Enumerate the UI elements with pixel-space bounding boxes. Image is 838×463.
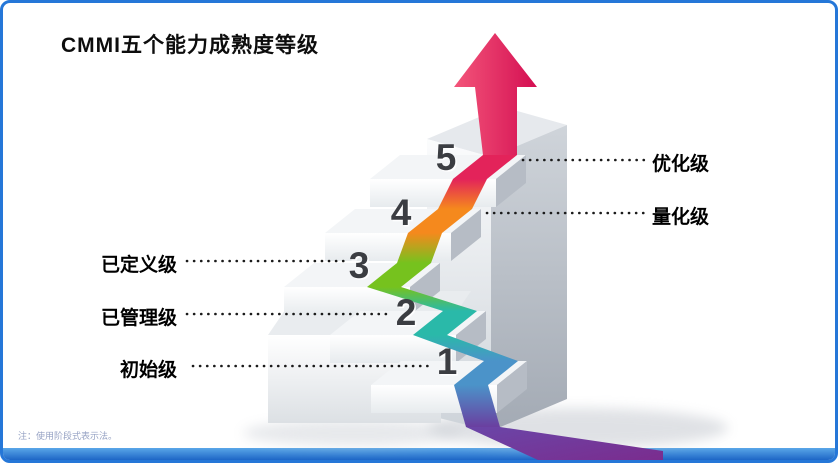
level-label-optimizing: 优化级 — [652, 154, 710, 175]
up-arrow-icon — [454, 33, 537, 155]
step-1-side — [497, 361, 527, 413]
level-number-1: 1 — [436, 341, 458, 382]
ribbon-connector-3-2 — [367, 287, 477, 311]
ribbon-connector-5-4 — [438, 179, 487, 209]
ribbon-segment-1 — [454, 361, 518, 385]
level-label-managed: 已管理级 — [100, 308, 177, 329]
ribbon-segment-2 — [413, 311, 477, 335]
level-number-3: 3 — [348, 245, 370, 286]
level-number-2: 2 — [395, 292, 417, 333]
step-2-riser — [330, 335, 456, 363]
step-4-side — [451, 209, 481, 261]
level-number-4: 4 — [390, 192, 412, 233]
step-3-riser — [284, 287, 410, 315]
level-label-quantified: 量化级 — [652, 207, 710, 228]
ribbon-segment-3 — [367, 263, 431, 287]
footnote: 注：使用阶段式表示法。 — [18, 431, 118, 441]
level-label-initial: 初始级 — [119, 360, 177, 381]
level-number-5: 5 — [435, 137, 457, 178]
level-label-defined: 已定义级 — [100, 255, 177, 276]
ribbon-segment-5 — [453, 155, 517, 179]
staircase-diagram — [185, 33, 728, 460]
ribbon-tail — [466, 427, 663, 460]
tall-block-right-face — [491, 125, 567, 431]
ribbon-connector-4-3 — [397, 233, 442, 263]
ribbon-segment-4 — [408, 209, 472, 233]
ribbon-connector-2-1 — [413, 335, 518, 361]
slide-title: CMMI五个能力成熟度等级 — [61, 34, 319, 57]
step-5-side — [496, 155, 526, 207]
base-shadow — [243, 420, 463, 446]
ribbon-connector-1-base — [454, 385, 500, 427]
